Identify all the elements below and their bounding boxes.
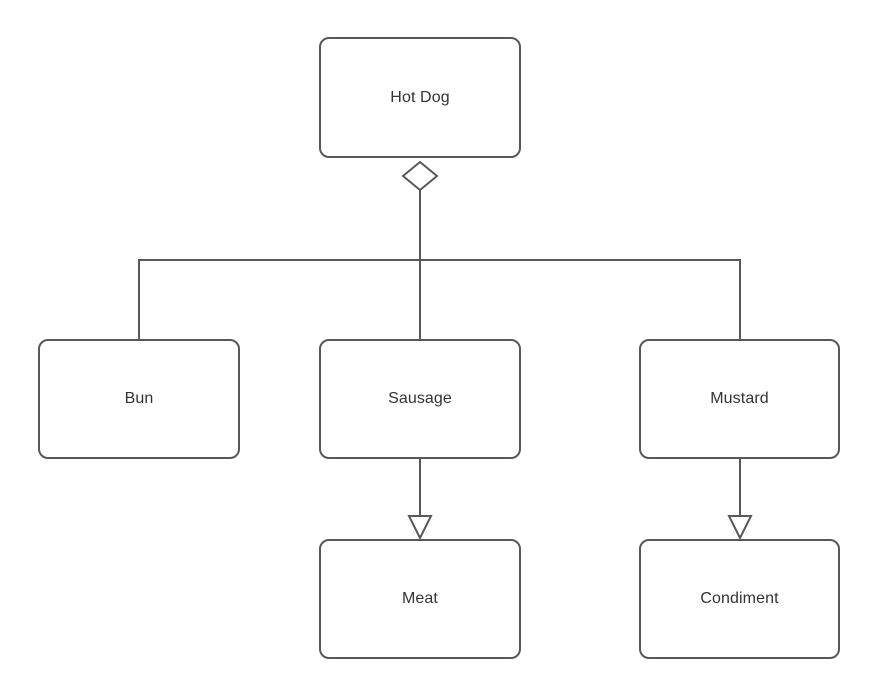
- node-mustard[interactable]: Mustard: [639, 339, 840, 459]
- hollow-triangle-marker-condiment: [727, 515, 753, 541]
- node-bun[interactable]: Bun: [38, 339, 240, 459]
- generalization-edge-sausage-meat: [407, 459, 433, 541]
- node-label-hot-dog: Hot Dog: [390, 88, 450, 106]
- node-label-meat: Meat: [402, 590, 438, 608]
- hollow-triangle-marker-meat: [407, 515, 433, 541]
- node-label-bun: Bun: [124, 390, 154, 408]
- node-sausage[interactable]: Sausage: [319, 339, 521, 459]
- node-hot-dog[interactable]: Hot Dog: [319, 37, 521, 158]
- node-label-condiment: Condiment: [700, 590, 779, 608]
- node-condiment[interactable]: Condiment: [639, 539, 840, 659]
- node-label-sausage: Sausage: [388, 390, 452, 408]
- node-meat[interactable]: Meat: [319, 539, 521, 659]
- hollow-diamond-marker: [401, 160, 439, 192]
- node-label-mustard: Mustard: [710, 390, 769, 408]
- aggregation-edge-group: [138, 160, 741, 339]
- generalization-edge-mustard-condiment: [727, 459, 753, 541]
